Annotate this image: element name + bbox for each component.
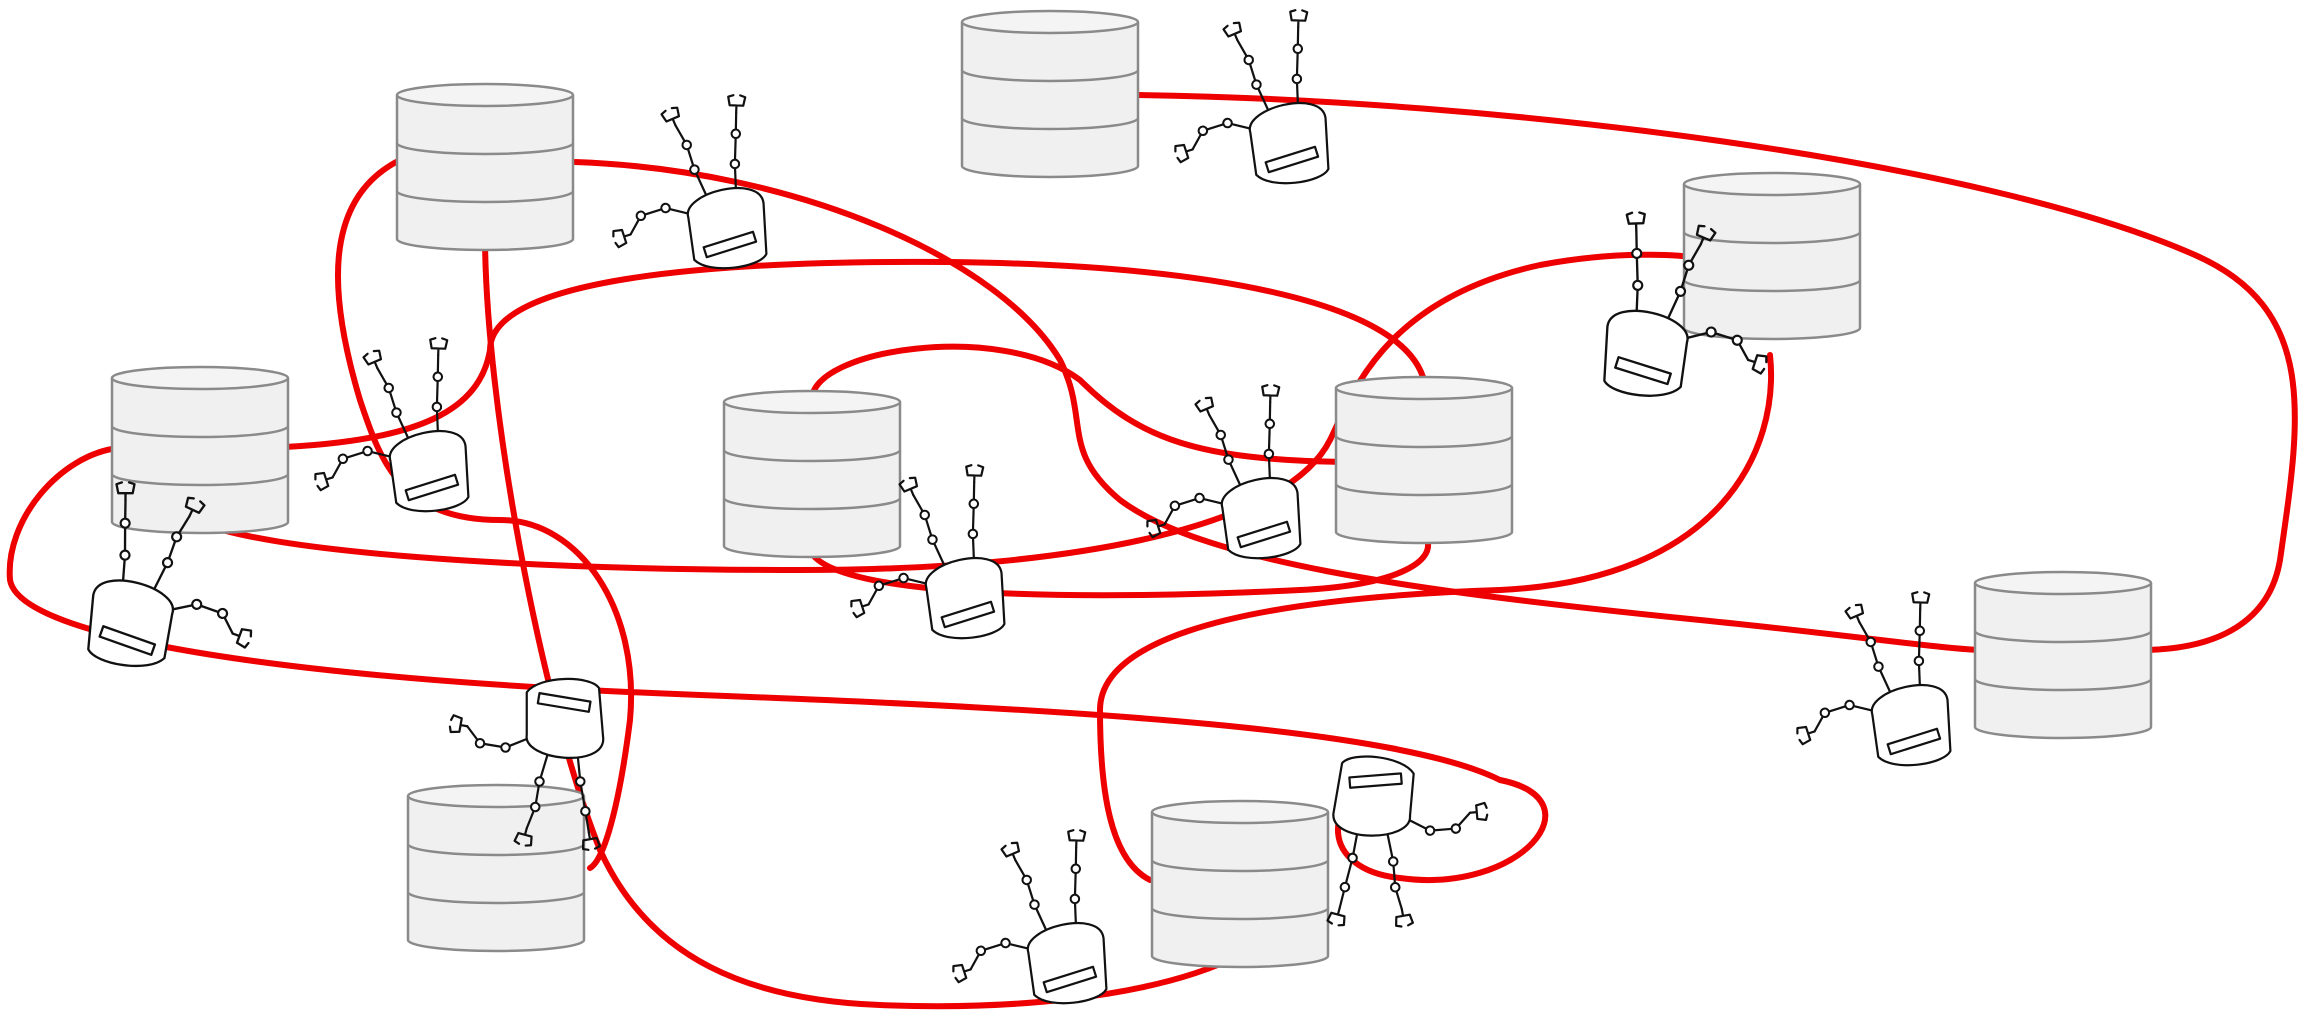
database-icon (406, 783, 586, 953)
crawler-robots (87, 9, 1952, 1005)
connection-link (1096, 352, 1774, 883)
database-icon (722, 389, 902, 559)
robot-crawler-icon (87, 481, 253, 668)
robot-crawler-icon (1603, 211, 1768, 397)
robot-crawler-icon (1326, 755, 1489, 928)
robot-crawler-icon (1146, 384, 1302, 560)
connection-link (6, 445, 1503, 783)
database-icon (1334, 375, 1514, 545)
database-icon (1150, 799, 1330, 969)
connection-link (808, 343, 1348, 465)
database-nodes (110, 9, 2153, 969)
database-icon (1682, 171, 1862, 341)
connection-link (334, 157, 635, 871)
robot-crawler-icon (612, 94, 768, 270)
network-links (6, 92, 2298, 1010)
robot-crawler-icon (1174, 9, 1330, 185)
connection-link (282, 258, 1428, 450)
connection-link (1135, 92, 2298, 653)
connection-link (807, 532, 1432, 599)
robot-crawler-icon (314, 337, 470, 513)
connection-link (482, 232, 1243, 1010)
robot-crawler-icon (448, 677, 605, 851)
database-icon (395, 82, 575, 252)
robot-crawler-icon (952, 829, 1108, 1005)
database-icon (110, 365, 290, 535)
database-icon (1973, 570, 2153, 740)
robot-crawler-icon (1796, 591, 1952, 767)
connection-link (572, 159, 1988, 653)
robot-crawler-icon (850, 464, 1006, 640)
database-icon (960, 9, 1140, 179)
